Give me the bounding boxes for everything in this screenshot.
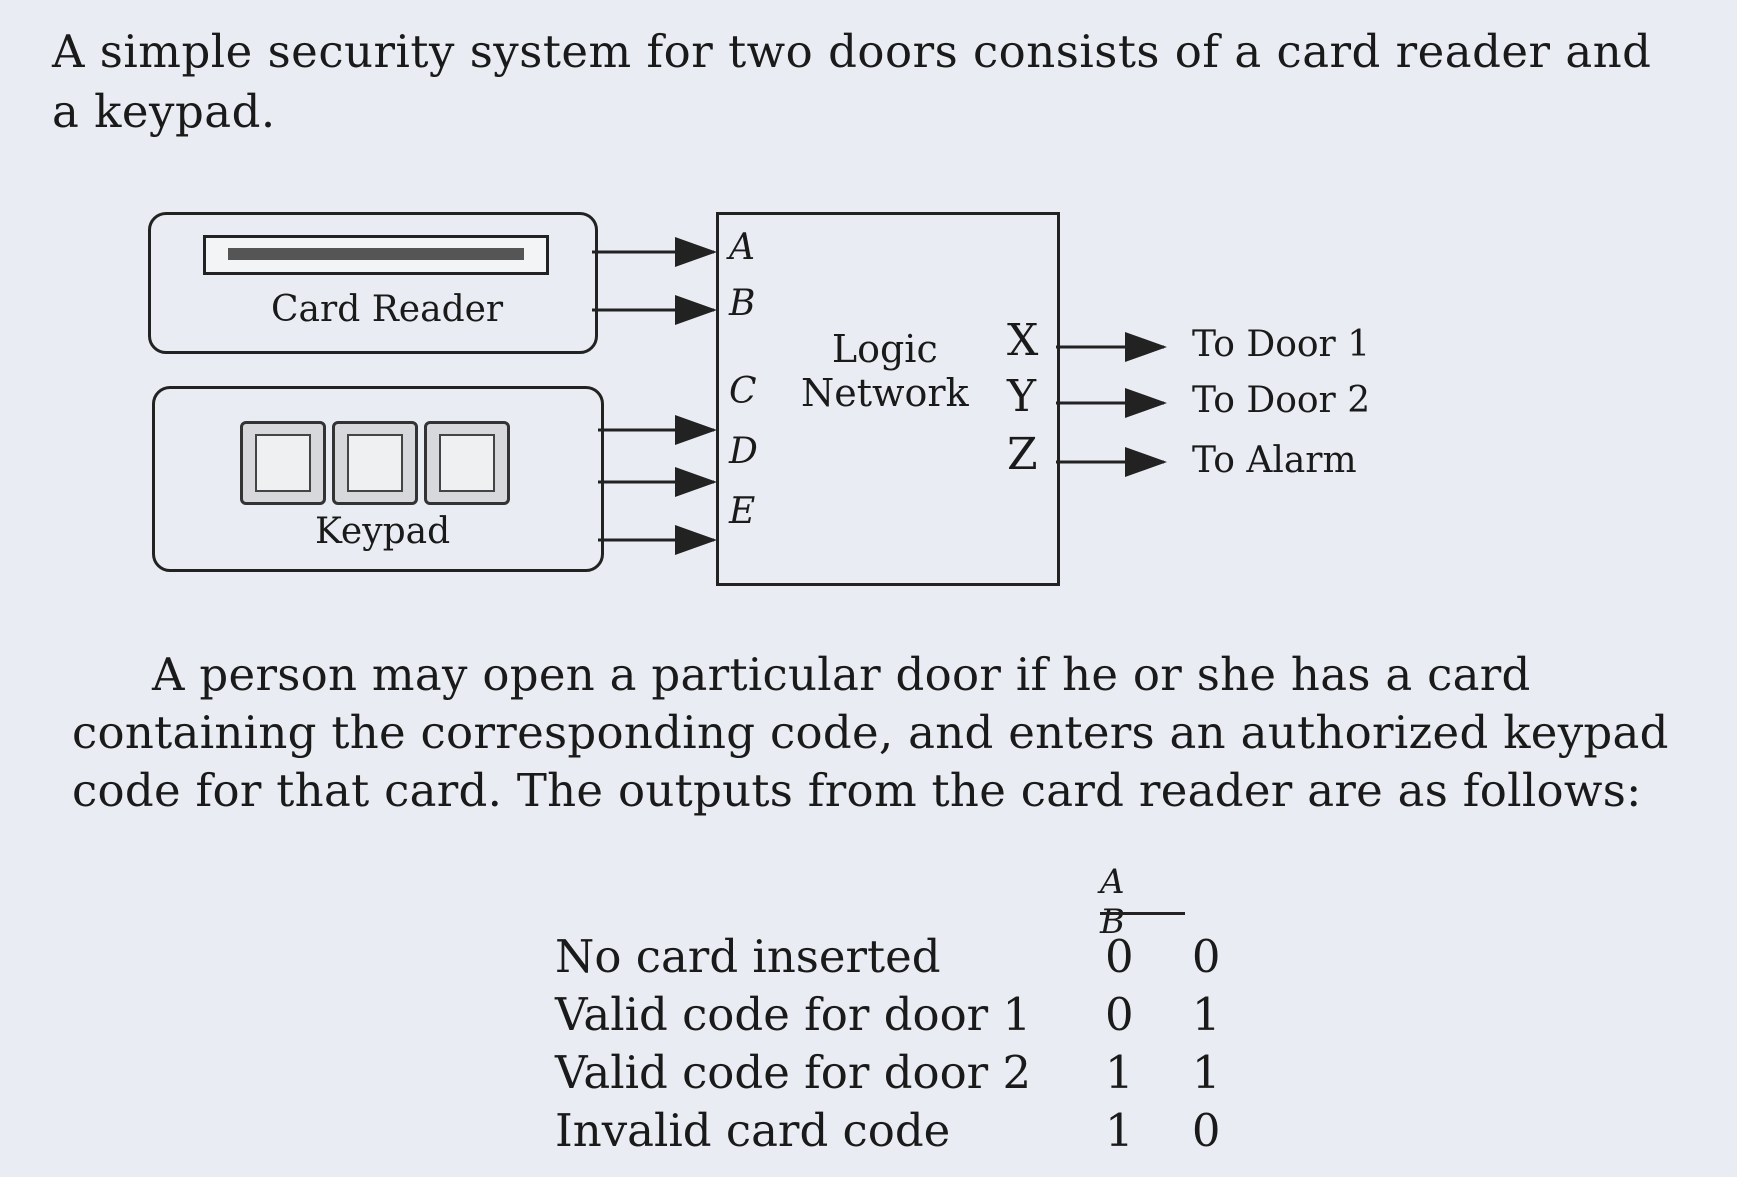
code-row-label: Valid code for door 2 <box>555 1046 1032 1099</box>
code-row-value: 0 0 <box>1105 930 1243 983</box>
output-label-alarm: To Alarm <box>1192 440 1357 481</box>
output-pin-z: Z <box>1007 429 1038 480</box>
code-table-header-rule <box>1100 912 1185 915</box>
output-pin-y: Y <box>1007 371 1037 422</box>
magnetic-stripe-icon <box>228 248 524 260</box>
logic-network-box: A B C D E Logic Network X Y Z <box>716 212 1060 586</box>
code-row-label: No card inserted <box>555 930 941 983</box>
keypad-box: Keypad <box>152 386 604 572</box>
keypad-display <box>240 421 510 505</box>
security-system-diagram: Card Reader Keypad A B C D E Logic Netwo… <box>140 200 1400 600</box>
code-row-value: 0 1 <box>1105 988 1243 1041</box>
keypad-digit-icon <box>424 421 510 505</box>
description-text: A person may open a particular door if h… <box>72 648 1669 817</box>
card-reader-label: Card Reader <box>271 289 504 330</box>
logic-network-label: Logic Network <box>801 327 969 415</box>
output-pin-x: X <box>1007 315 1039 366</box>
code-row-value: 1 0 <box>1105 1104 1243 1157</box>
input-pin-b: B <box>729 283 756 324</box>
intro-text: A simple security system for two doors c… <box>52 25 1652 138</box>
card-slot-icon <box>203 235 549 275</box>
diagram-wires <box>592 237 1167 555</box>
logic-label-line2: Network <box>801 371 969 415</box>
card-reader-box: Card Reader <box>148 212 598 354</box>
output-label-door2: To Door 2 <box>1192 380 1371 421</box>
keypad-digit-icon <box>332 421 418 505</box>
input-pin-c: C <box>729 371 757 412</box>
code-table-header: A B <box>1100 862 1145 942</box>
code-row-label: Valid code for door 1 <box>555 988 1032 1041</box>
code-row-label: Invalid card code <box>555 1104 951 1157</box>
logic-label-line1: Logic <box>831 327 938 371</box>
input-pin-d: D <box>729 431 758 472</box>
code-row-value: 1 1 <box>1105 1046 1243 1099</box>
description-paragraph: A person may open a particular door if h… <box>72 646 1672 820</box>
keypad-label: Keypad <box>315 511 451 552</box>
keypad-digit-icon <box>240 421 326 505</box>
input-pin-a: A <box>729 227 755 268</box>
output-label-door1: To Door 1 <box>1192 324 1371 365</box>
input-pin-e: E <box>729 491 756 532</box>
